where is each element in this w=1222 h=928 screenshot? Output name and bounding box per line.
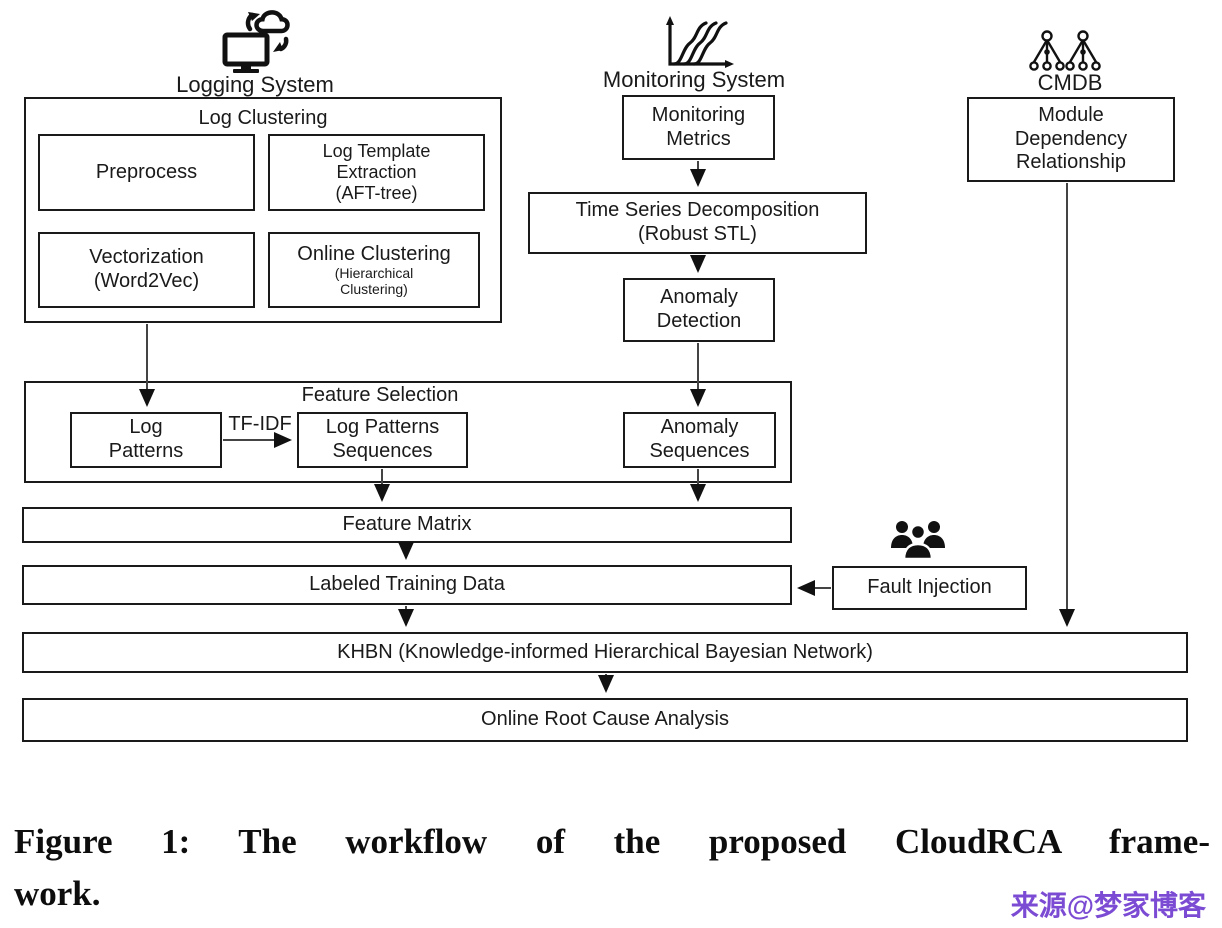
log-clustering-title: Log Clustering bbox=[198, 107, 328, 129]
online-root-cause-analysis-box: Online Root Cause Analysis bbox=[22, 698, 1188, 742]
labeled-training-data-box: Labeled Training Data bbox=[22, 565, 792, 605]
feature-selection-title: Feature Selection bbox=[301, 384, 459, 406]
monitoring-system-label: Monitoring System bbox=[602, 67, 786, 92]
metrics-curves-chart-icon bbox=[662, 16, 734, 70]
anomaly-detection-box: Anomaly Detection bbox=[623, 278, 775, 342]
online-clustering-box: Online Clustering (Hierarchical Clusteri… bbox=[268, 232, 480, 308]
dependency-trees-icon bbox=[1028, 30, 1102, 74]
logging-system-label: Logging System bbox=[176, 72, 334, 97]
log-patterns-sequences-box: Log Patterns Sequences bbox=[297, 412, 468, 468]
vectorization-box: Vectorization (Word2Vec) bbox=[38, 232, 255, 308]
figure-caption: Figure 1: The workflow of the proposed C… bbox=[14, 816, 1210, 920]
tfidf-label: TF-IDF bbox=[228, 413, 292, 435]
log-patterns-box: Log Patterns bbox=[70, 412, 222, 468]
caption-line1: Figure 1: The workflow of the proposed C… bbox=[14, 822, 1210, 861]
watermark-text: 来源@梦家博客 bbox=[1010, 890, 1206, 921]
anomaly-sequences-box: Anomaly Sequences bbox=[623, 412, 776, 468]
cmdb-label: CMDB bbox=[1037, 70, 1103, 95]
feature-matrix-box: Feature Matrix bbox=[22, 507, 792, 543]
module-dependency-box: Module Dependency Relationship bbox=[967, 97, 1175, 182]
preprocess-box: Preprocess bbox=[38, 134, 255, 211]
people-group-icon bbox=[888, 518, 948, 560]
caption-line2: work. bbox=[14, 874, 101, 913]
fault-injection-box: Fault Injection bbox=[832, 566, 1027, 610]
khbn-box: KHBN (Knowledge-informed Hierarchical Ba… bbox=[22, 632, 1188, 673]
monitoring-metrics-box: Monitoring Metrics bbox=[622, 95, 775, 160]
monitor-cloud-sync-icon bbox=[222, 8, 294, 74]
log-template-extraction-box: Log Template Extraction (AFT-tree) bbox=[268, 134, 485, 211]
time-series-decomposition-box: Time Series Decomposition (Robust STL) bbox=[528, 192, 867, 254]
